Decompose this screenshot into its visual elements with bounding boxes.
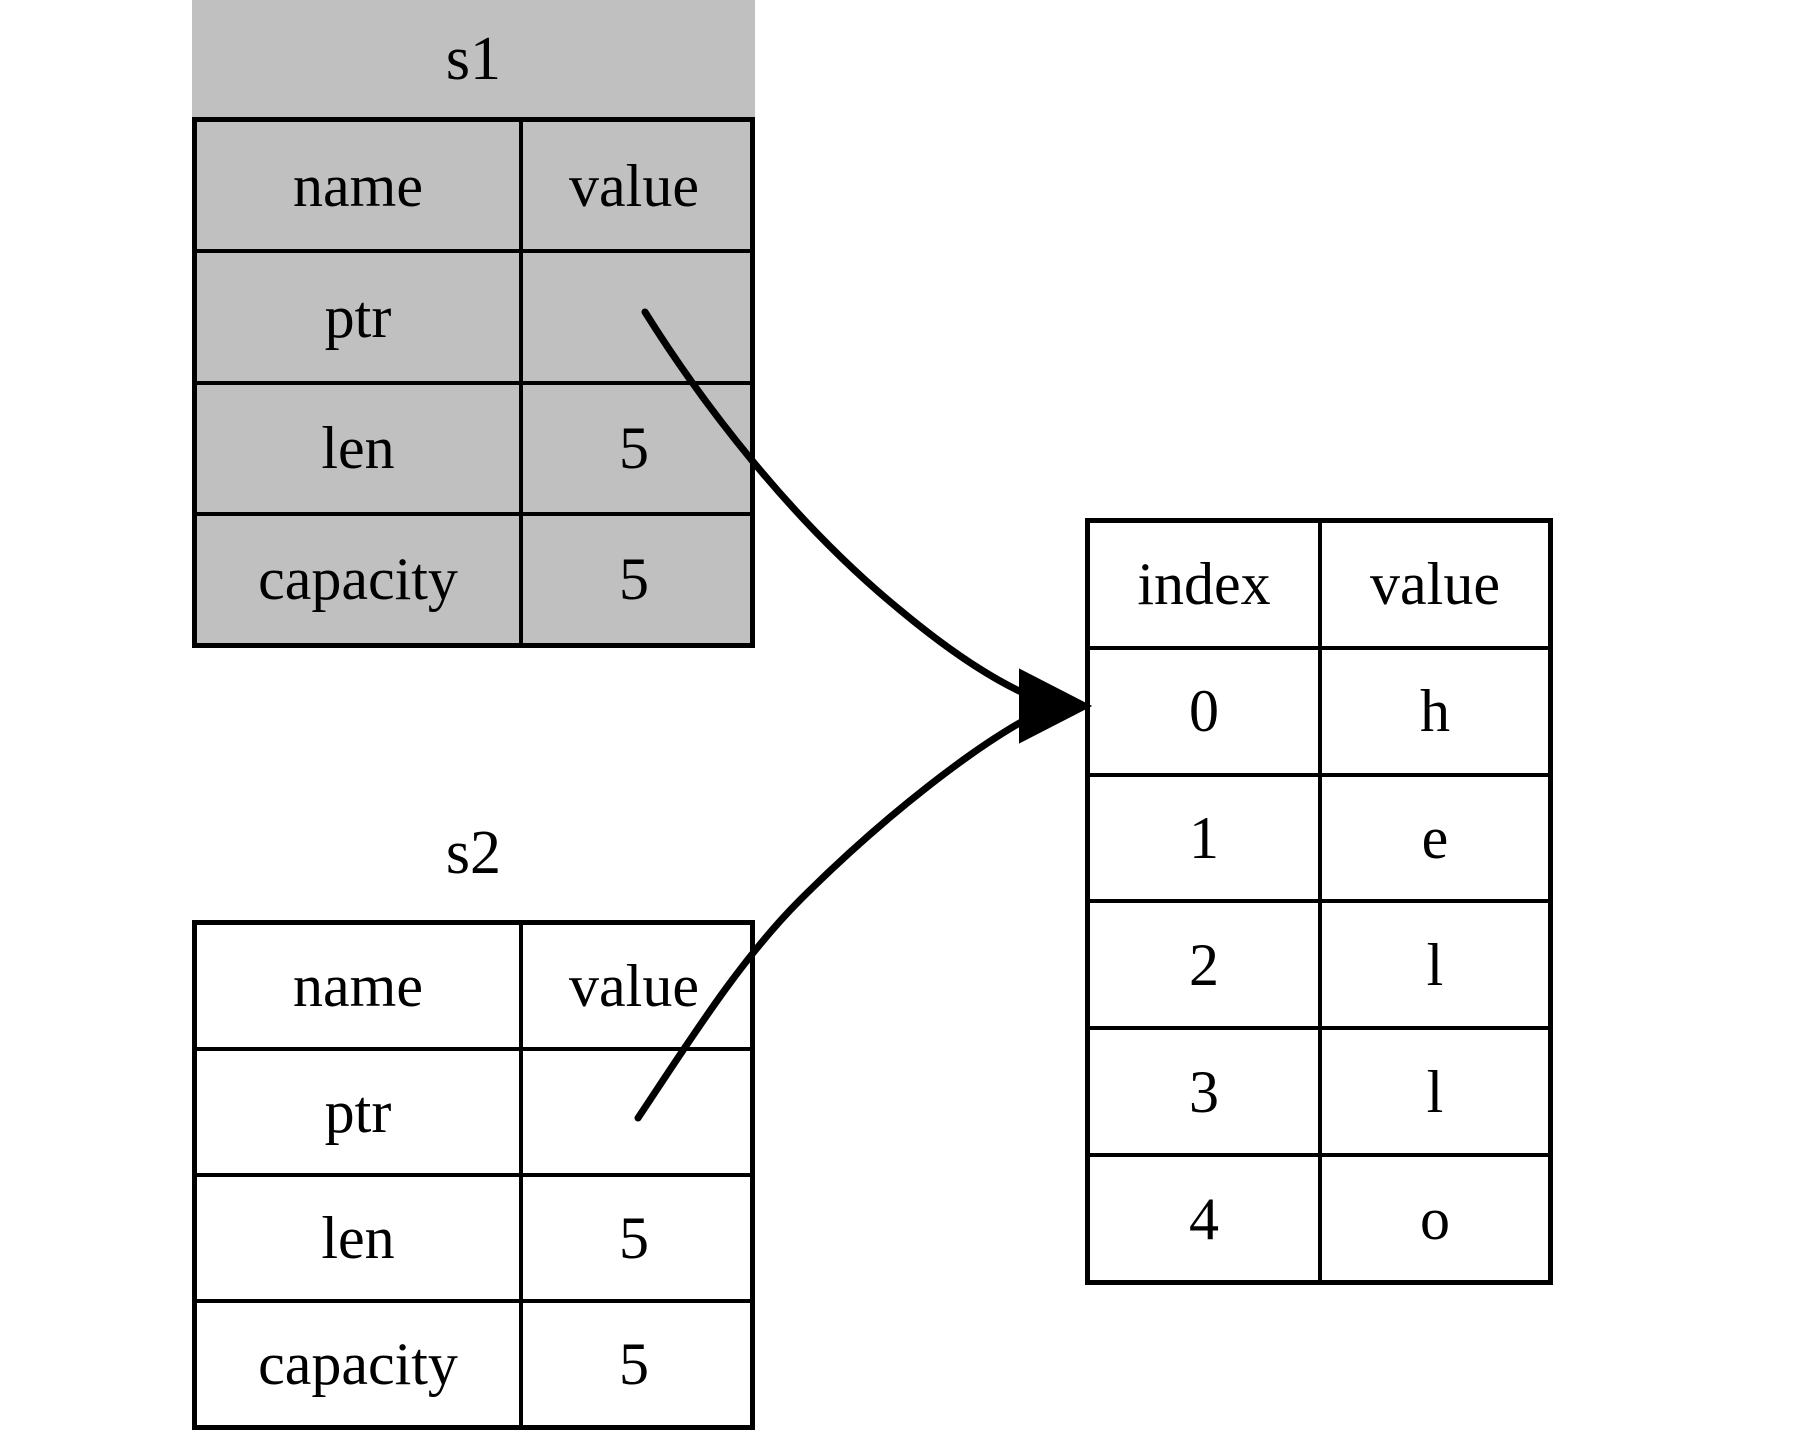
s1-field-value-ptr — [523, 253, 745, 380]
s1-struct-table: name value ptr len 5 capacity 5 — [192, 117, 755, 648]
s2-header-name: name — [197, 925, 523, 1047]
s2-field-name-len: len — [197, 1177, 523, 1299]
buffer-index-3: 3 — [1090, 1030, 1322, 1154]
s2-struct-table: name value ptr len 5 capacity 5 — [192, 920, 755, 1430]
s2-field-value-capacity: 5 — [619, 1331, 649, 1397]
buffer-value-0: h — [1420, 678, 1450, 745]
buffer-index-4: 4 — [1090, 1157, 1322, 1280]
buffer-row-0: 0 h — [1090, 649, 1548, 777]
s2-field-name-capacity: capacity — [197, 1303, 523, 1425]
s1-header-name: name — [197, 122, 523, 250]
s1-row-len: len 5 — [197, 384, 750, 516]
buffer-value-1: e — [1421, 805, 1449, 872]
buffer-header-value: value — [1370, 551, 1500, 618]
buffer-index-0: 0 — [1090, 649, 1322, 773]
buffer-index-1: 1 — [1090, 776, 1322, 900]
s1-field-name-capacity: capacity — [197, 515, 523, 643]
buffer-value-2: l — [1426, 931, 1444, 998]
s2-field-value-len: 5 — [619, 1205, 649, 1271]
buffer-row-4: 4 o — [1090, 1157, 1548, 1280]
s1-row-capacity: capacity 5 — [197, 515, 750, 643]
buffer-index-2: 2 — [1090, 903, 1322, 1027]
s1-field-value-len: 5 — [619, 415, 649, 482]
s1-row-ptr: ptr — [197, 253, 750, 385]
buffer-header-row: index value — [1090, 523, 1548, 650]
s2-row-len: len 5 — [197, 1177, 750, 1303]
buffer-arrowhead-icon — [1019, 668, 1093, 744]
s2-header-row: name value — [197, 925, 750, 1051]
buffer-row-3: 3 l — [1090, 1030, 1548, 1158]
s1-field-name-len: len — [197, 384, 523, 512]
s2-row-capacity: capacity 5 — [197, 1303, 750, 1425]
s2-row-ptr: ptr — [197, 1051, 750, 1177]
s1-header-row: name value — [197, 122, 750, 254]
s1-field-name-ptr: ptr — [197, 253, 523, 381]
buffer-table: index value 0 h 1 e 2 l 3 l 4 o — [1085, 518, 1553, 1285]
buffer-value-3: l — [1426, 1058, 1444, 1125]
s1-highlight-region — [192, 0, 755, 117]
s1-header-value: value — [569, 152, 699, 219]
s1-field-value-capacity: 5 — [619, 546, 649, 613]
s2-struct-label: s2 — [445, 819, 502, 887]
s2-field-value-ptr — [523, 1051, 745, 1173]
buffer-row-1: 1 e — [1090, 776, 1548, 904]
buffer-header-index: index — [1090, 523, 1322, 646]
s1-struct-label: s1 — [445, 25, 502, 93]
buffer-row-2: 2 l — [1090, 903, 1548, 1031]
s2-header-value: value — [569, 953, 699, 1019]
s2-field-name-ptr: ptr — [197, 1051, 523, 1173]
buffer-value-4: o — [1420, 1185, 1450, 1252]
